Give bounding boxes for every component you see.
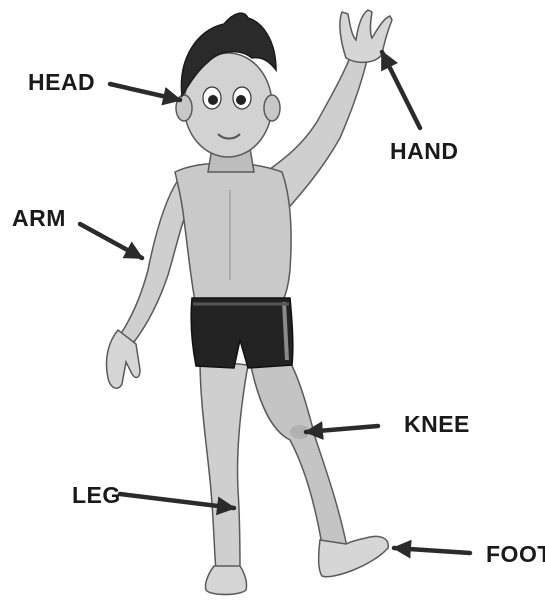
label-hand: HAND xyxy=(390,138,458,164)
boy-figure xyxy=(106,10,392,595)
knee-arrow xyxy=(306,426,378,432)
standing-leg xyxy=(200,360,248,572)
label-leg: LEG xyxy=(72,482,121,508)
arm-arrow xyxy=(80,224,142,258)
right-pupil xyxy=(236,95,246,105)
foot-arrow xyxy=(394,548,470,553)
torso xyxy=(175,163,291,305)
label-arm: ARM xyxy=(12,205,66,231)
right-ear xyxy=(264,95,280,121)
swim-trunks xyxy=(191,298,293,368)
label-knee: KNEE xyxy=(404,411,470,437)
label-head: HEAD xyxy=(28,69,95,95)
left-pupil xyxy=(208,95,218,105)
stepping-foot xyxy=(319,536,389,576)
standing-foot xyxy=(205,566,246,595)
head-arrow xyxy=(110,84,180,100)
label-foot: FOOT xyxy=(486,541,545,567)
stepping-leg xyxy=(250,362,348,552)
hand-arrow xyxy=(382,52,420,128)
